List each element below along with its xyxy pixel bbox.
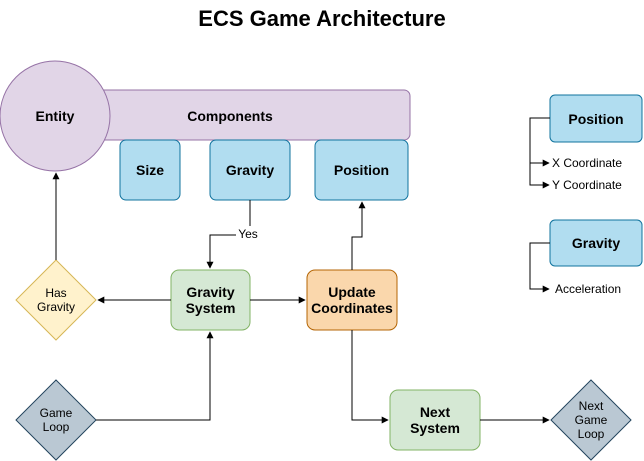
position-component-label: Position: [333, 162, 390, 178]
entity-label: Entity: [35, 108, 75, 124]
position-component-node[interactable]: [314, 139, 409, 201]
update-coordinates-label: Update Coordinates: [311, 284, 393, 316]
connector-update-to-position: [351, 201, 366, 270]
next-game-loop-node[interactable]: [550, 379, 632, 461]
game-loop-node[interactable]: [15, 379, 97, 461]
components-label: Components: [187, 108, 273, 124]
has-gravity-label: Has Gravity: [36, 286, 75, 314]
legend-position-title: Position: [568, 110, 624, 127]
next-system-label: Next System: [410, 404, 460, 436]
entity-node[interactable]: [0, 60, 111, 172]
next-game-loop-label: Next Game Loop: [574, 399, 608, 441]
gravity-system-label: Gravity System: [185, 284, 236, 316]
legend-position-item-y: Y Coordinate: [552, 178, 622, 192]
legend-gravity-title: Gravity: [571, 235, 621, 251]
legend-position-bracket: [529, 117, 550, 185]
edge-label-yes: Yes: [236, 226, 260, 242]
gravity-component-label: Gravity: [225, 162, 275, 178]
connector-game-loop-to-gravity-system: [96, 331, 214, 421]
has-gravity-decision[interactable]: [15, 259, 97, 341]
connector-update-to-next-system: [351, 330, 389, 424]
legend-gravity-item-acceleration: Acceleration: [555, 282, 622, 296]
legend-gravity-bracket: [529, 242, 550, 293]
size-component-node[interactable]: [119, 139, 181, 201]
connector-gravity-to-gravity-system: [206, 200, 251, 269]
game-loop-label: Game Loop: [39, 406, 73, 434]
legend-position-item-x: X Coordinate: [552, 156, 623, 170]
size-component-label: Size: [135, 162, 164, 178]
diagram-title: ECS Game Architecture: [198, 6, 446, 31]
